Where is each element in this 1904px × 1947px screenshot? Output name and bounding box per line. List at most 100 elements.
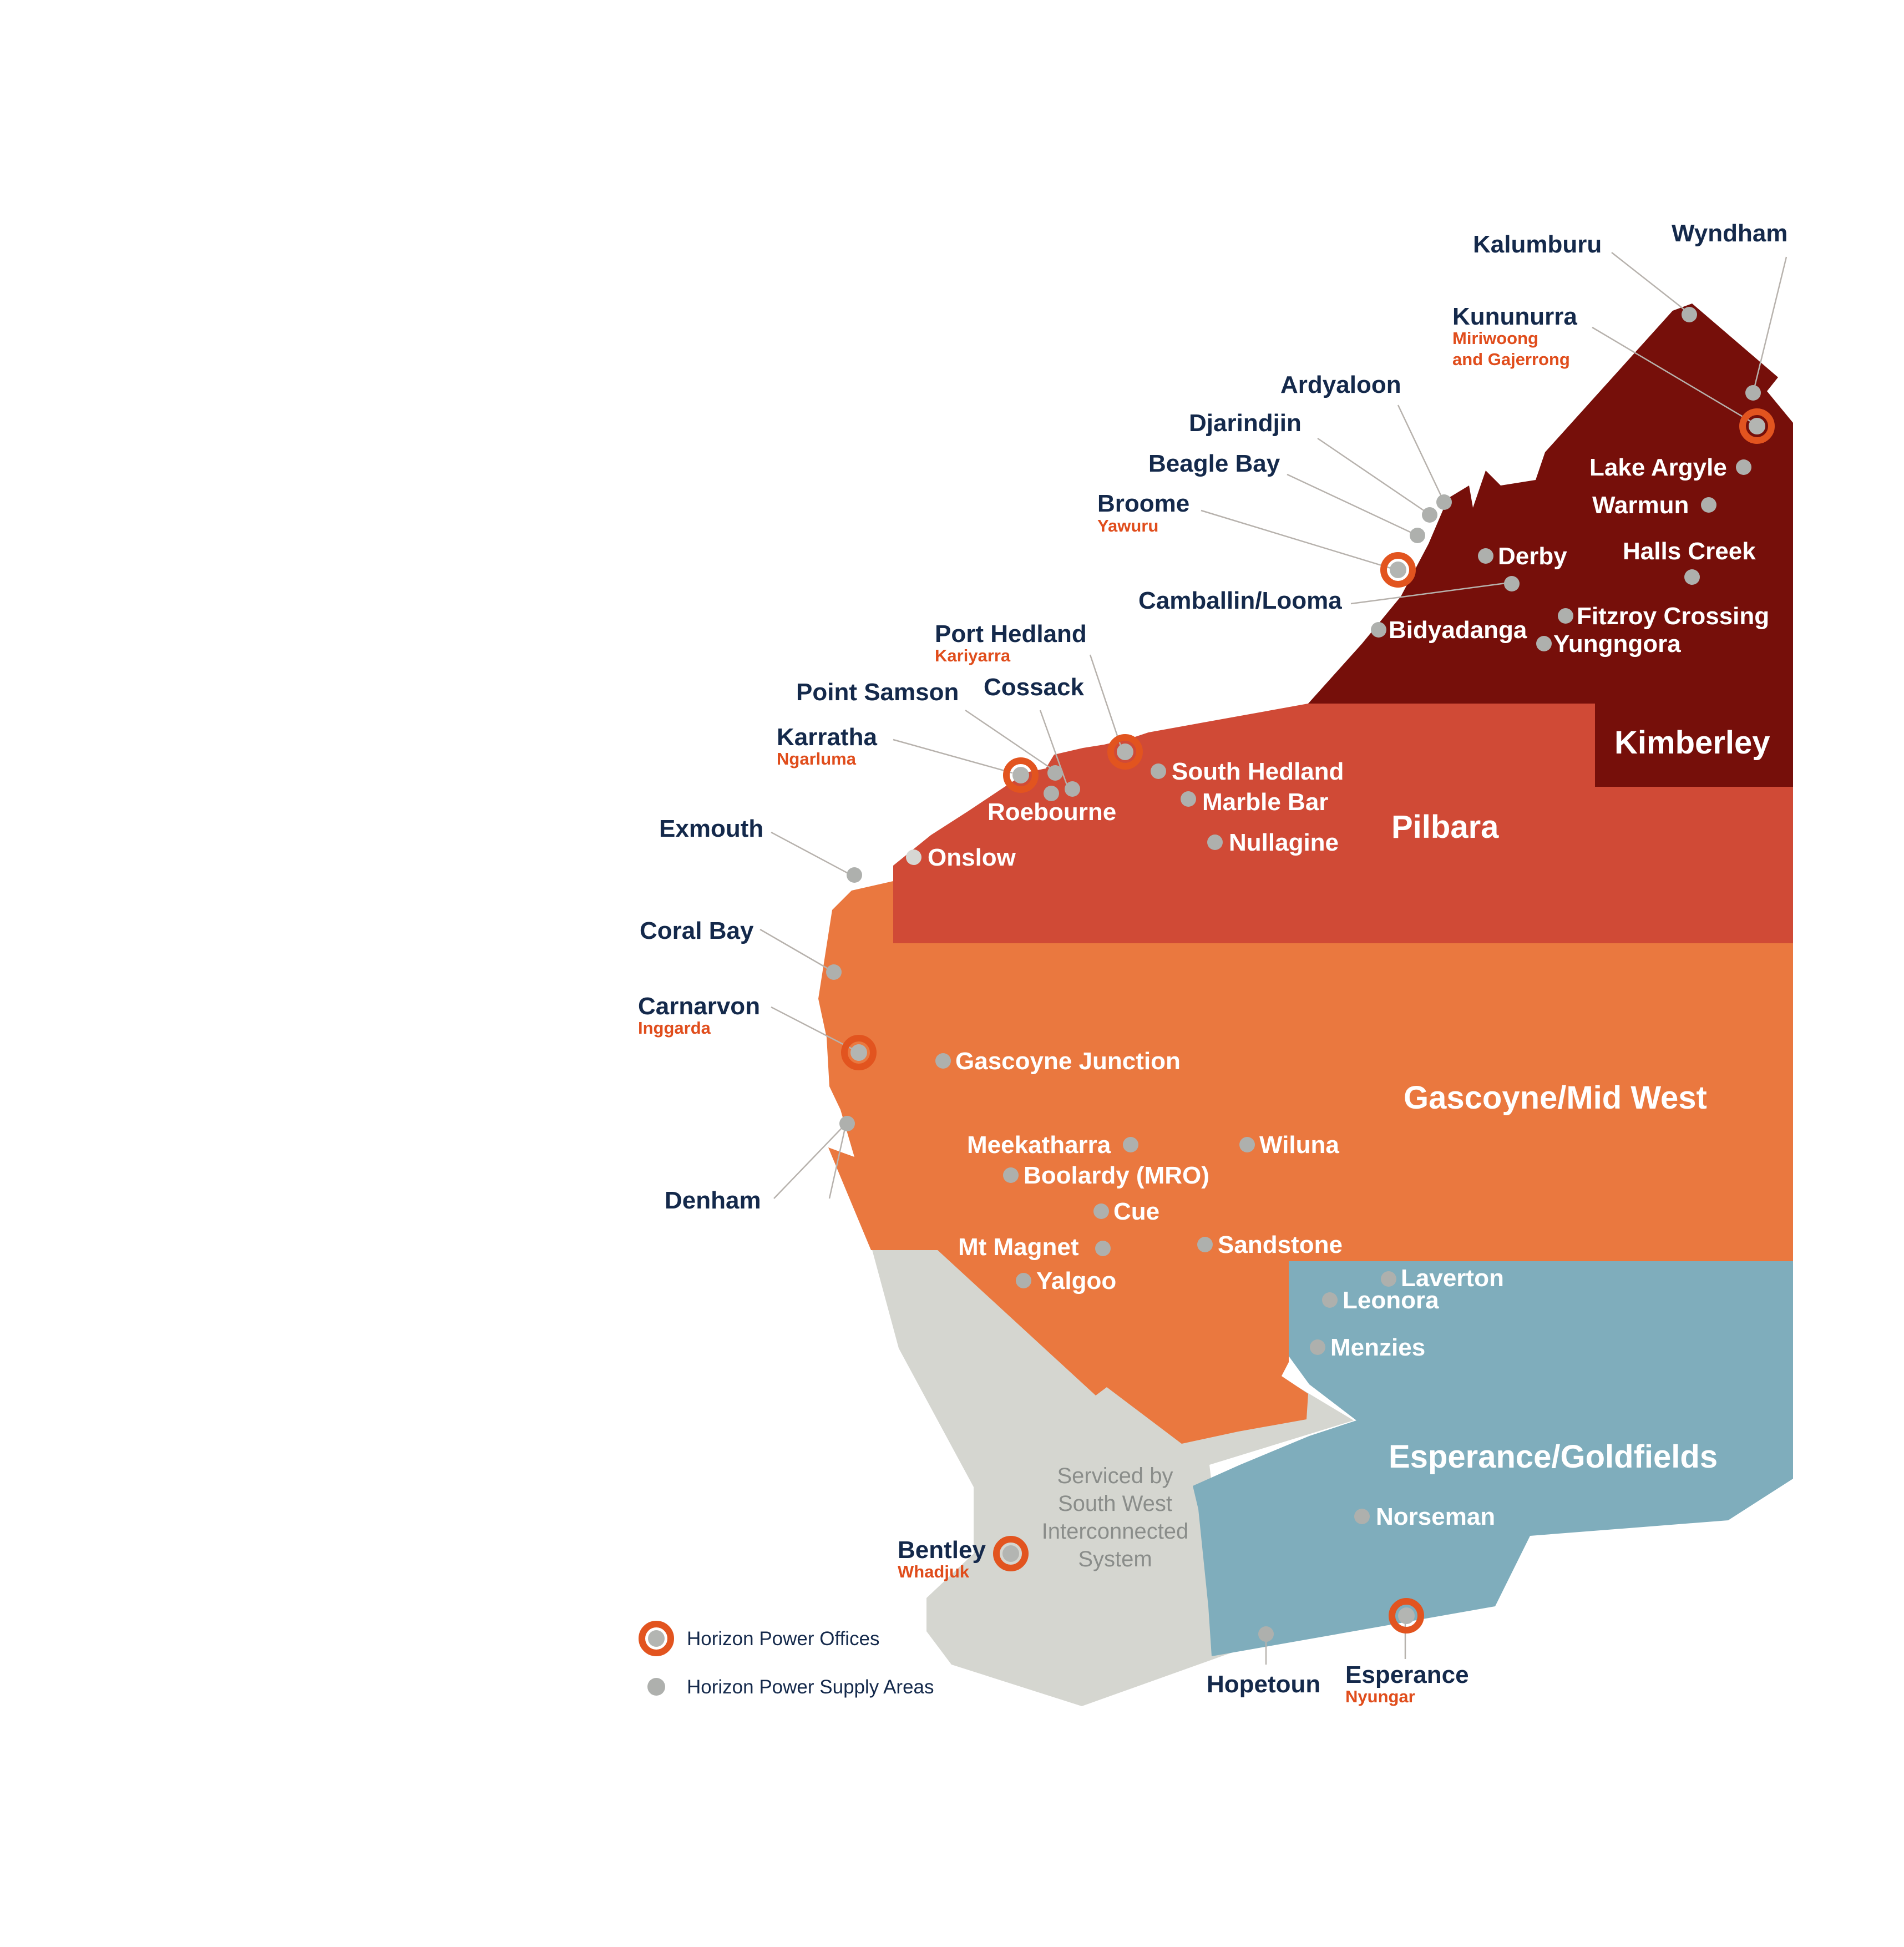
dot-camballin: [1504, 576, 1520, 591]
label-carnarvon-sub: Inggarda: [638, 1018, 711, 1038]
sw-note-line-3: Interconnected: [1042, 1519, 1189, 1544]
label-bentley: Bentley: [898, 1536, 986, 1564]
dot-menzies: [1310, 1339, 1325, 1355]
dot-nullagine: [1207, 835, 1223, 850]
dot-wiluna: [1239, 1137, 1255, 1152]
label-broome: Broome: [1097, 490, 1189, 517]
dot-bidyadanga: [1371, 622, 1386, 638]
sw-note-line-4: System: [1078, 1547, 1152, 1571]
dot-mt-magnet: [1095, 1241, 1111, 1256]
dot-leonora: [1322, 1292, 1338, 1308]
dot-warmun: [1701, 497, 1716, 513]
dot-boolardy: [1003, 1167, 1019, 1183]
label-halls-creek: Halls Creek: [1623, 538, 1756, 565]
dot-djarindjin: [1422, 507, 1437, 523]
dot-laverton: [1381, 1271, 1396, 1287]
dot-halls-creek: [1684, 569, 1700, 585]
label-exmouth: Exmouth: [659, 815, 763, 842]
legend: Horizon Power Offices Horizon Power Supp…: [639, 1621, 934, 1698]
label-gascoyne-junction: Gascoyne Junction: [955, 1048, 1181, 1075]
label-meekatharra: Meekatharra: [967, 1131, 1111, 1159]
label-kalumburu: Kalumburu: [1473, 231, 1602, 258]
label-bentley-sub: Whadjuk: [898, 1562, 970, 1581]
dot-cue: [1093, 1203, 1109, 1219]
label-esperance: Esperance: [1345, 1661, 1469, 1688]
label-ardyaloon: Ardyaloon: [1280, 371, 1401, 398]
office-marker-carnarvon: [841, 1035, 877, 1070]
dot-lake-argyle: [1736, 459, 1751, 475]
label-yalgoo: Yalgoo: [1036, 1267, 1116, 1294]
office-marker-port-hedland: [1107, 734, 1143, 770]
legend-supply-label: Horizon Power Supply Areas: [687, 1676, 934, 1698]
label-esperance-sub: Nyungar: [1345, 1687, 1415, 1706]
label-derby: Derby: [1498, 543, 1567, 570]
dot-sandstone: [1197, 1237, 1213, 1252]
label-wiluna: Wiluna: [1259, 1131, 1339, 1159]
dot-denham: [839, 1116, 855, 1131]
south-west-region: [871, 1246, 1354, 1706]
label-mt-magnet: Mt Magnet: [958, 1233, 1079, 1261]
dot-fitzroy: [1558, 608, 1573, 624]
label-kununurra-sub-2: and Gajerrong: [1452, 350, 1570, 369]
label-point-samson: Point Samson: [796, 679, 959, 706]
office-marker-kununurra: [1739, 408, 1775, 444]
label-denham: Denham: [665, 1187, 761, 1214]
office-markers: [841, 408, 1775, 1634]
sw-note-line-2: South West: [1058, 1491, 1172, 1516]
office-marker-esperance: [1389, 1598, 1424, 1634]
region-label-esperance: Esperance/Goldfields: [1389, 1439, 1718, 1475]
label-port-hedland: Port Hedland: [935, 620, 1087, 648]
dot-hopetoun: [1258, 1626, 1274, 1642]
label-fitzroy: Fitzroy Crossing: [1577, 603, 1769, 630]
label-marble-bar: Marble Bar: [1202, 788, 1328, 816]
label-port-hedland-sub: Kariyarra: [935, 646, 1011, 665]
dot-coral-bay: [826, 964, 842, 980]
region-label-gascoyne: Gascoyne/Mid West: [1404, 1080, 1707, 1116]
dot-meekatharra: [1123, 1137, 1138, 1152]
label-bidyadanga: Bidyadanga: [1389, 616, 1527, 644]
label-nullagine: Nullagine: [1229, 829, 1339, 856]
gascoyne-midwest-region: [818, 881, 1793, 1444]
label-lake-argyle: Lake Argyle: [1589, 454, 1727, 481]
label-warmun: Warmun: [1592, 492, 1689, 519]
label-kununurra-sub-1: Miriwoong: [1452, 328, 1538, 348]
dot-derby: [1478, 548, 1493, 564]
label-south-hedland: South Hedland: [1172, 758, 1344, 785]
label-hopetoun: Hopetoun: [1207, 1671, 1320, 1698]
label-onslow: Onslow: [928, 844, 1016, 871]
region-label-kimberley: Kimberley: [1614, 725, 1770, 761]
label-roebourne: Roebourne: [988, 798, 1116, 826]
dot-wyndham: [1745, 385, 1761, 401]
dot-roebourne: [1044, 786, 1059, 801]
label-camballin: Camballin/Looma: [1138, 587, 1342, 614]
legend-offices-label: Horizon Power Offices: [687, 1628, 880, 1650]
dot-kalumburu: [1682, 307, 1697, 322]
label-kununurra: Kununurra: [1452, 303, 1577, 330]
label-cossack: Cossack: [984, 674, 1085, 701]
esperance-goldfields-region: [1193, 1261, 1793, 1656]
label-yungngora: Yungngora: [1553, 630, 1681, 658]
dot-point-samson: [1047, 765, 1063, 781]
label-karratha: Karratha: [777, 724, 877, 751]
office-marker-bentley: [993, 1536, 1029, 1571]
label-menzies: Menzies: [1330, 1334, 1425, 1361]
label-coral-bay: Coral Bay: [640, 917, 754, 944]
office-marker-karratha: [1003, 757, 1039, 793]
label-broome-sub: Yawuru: [1097, 516, 1158, 535]
label-carnarvon: Carnarvon: [638, 993, 760, 1020]
dot-yalgoo: [1016, 1273, 1031, 1288]
dot-ardyaloon: [1436, 494, 1452, 510]
legend-supply-dot: [647, 1678, 665, 1696]
dot-exmouth: [847, 867, 862, 883]
kimberley-region: [1308, 304, 1793, 787]
dot-marble-bar: [1181, 791, 1196, 807]
label-beagle-bay: Beagle Bay: [1148, 450, 1280, 477]
dot-norseman: [1354, 1509, 1370, 1524]
office-marker-broome: [1380, 552, 1416, 588]
dot-south-hedland: [1151, 763, 1166, 779]
supply-area-dots: [826, 307, 1761, 1642]
legend-office-marker: [639, 1621, 674, 1656]
region-label-pilbara: Pilbara: [1391, 809, 1499, 845]
label-boolardy: Boolardy (MRO): [1024, 1162, 1209, 1189]
